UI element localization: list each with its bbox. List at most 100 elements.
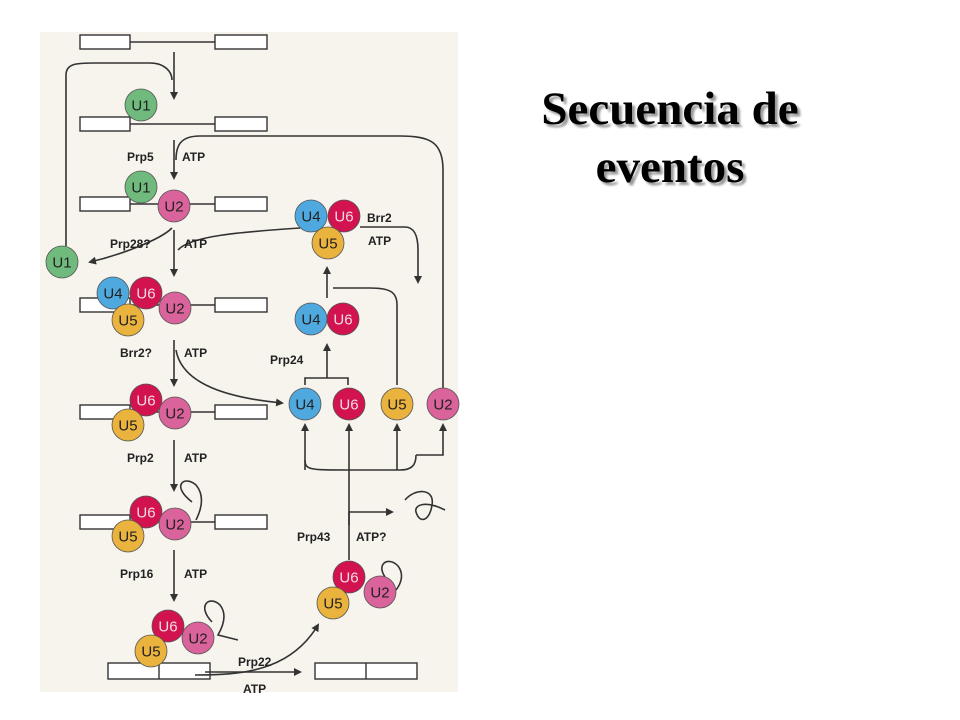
u4-free-label: U4 <box>295 397 314 414</box>
u2-row-4-label: U2 <box>165 301 184 318</box>
u6-post: U6 <box>332 560 366 594</box>
u5-row-7: U5 <box>134 634 168 668</box>
u2-row-5-label: U2 <box>165 406 184 423</box>
free-lariat <box>404 490 446 521</box>
u5-row-4-label: U5 <box>118 313 137 330</box>
label-atp-prp5: ATP <box>182 150 205 164</box>
slide-title-line-2: eventos <box>595 141 745 193</box>
recycle-arrow-u2 <box>416 423 447 456</box>
lariat-row-7 <box>204 600 239 641</box>
label-prp28: Prp28? <box>110 237 151 251</box>
u4-free: U4 <box>288 387 322 421</box>
u2-return-path <box>175 135 444 390</box>
lariat-release-arrow <box>348 508 394 525</box>
u2-row-5: U2 <box>158 396 192 430</box>
u1-released-label: U1 <box>52 255 71 272</box>
u2-row-7-label: U2 <box>188 631 207 648</box>
label-atp-brr2q: ATP <box>184 346 207 360</box>
slide-title-line-1: Secuencia de <box>541 83 799 135</box>
label-prp24: Prp24 <box>270 353 304 367</box>
u1-row-3: U1 <box>124 170 158 204</box>
u1-released: U1 <box>45 245 79 279</box>
pre-mrna-row-4-exon-right <box>214 297 268 313</box>
label-brr2: Brr2 <box>367 211 392 225</box>
u5-row-6-label: U5 <box>118 529 137 546</box>
u1-row-3-label: U1 <box>131 180 150 197</box>
u5-row-6: U5 <box>111 519 145 553</box>
u5-free: U5 <box>380 387 414 421</box>
label-brr2q: Brr2? <box>120 346 152 360</box>
u1-release-arrow <box>88 227 173 265</box>
u5-post: U5 <box>316 586 350 620</box>
lariat-complex <box>381 560 403 591</box>
u6-tri-snrnp: U6 <box>327 199 361 233</box>
u2-post: U2 <box>363 575 397 609</box>
u2-row-6-label: U2 <box>165 517 184 534</box>
tri-snrnp-delivery <box>177 227 301 251</box>
lariat-row-6 <box>179 480 203 521</box>
label-prp2: Prp2 <box>127 451 154 465</box>
u6-free: U6 <box>332 387 366 421</box>
label-prp43: Prp43 <box>297 530 331 544</box>
label-atp-prp16: ATP <box>184 567 207 581</box>
pre-mrna-row-3-exon-left <box>79 196 131 212</box>
u4-row-4-label: U4 <box>103 286 122 303</box>
u6-row-7: U6 <box>151 609 185 643</box>
label-atp-prp22: ATP <box>243 682 266 696</box>
u6-tri-snrnp-label: U6 <box>334 209 353 226</box>
pre-mrna-row-3-exon-right <box>214 196 268 212</box>
connector-lines <box>65 34 447 680</box>
u5-free-label: U5 <box>387 397 406 414</box>
u1-row-2-label: U1 <box>131 98 150 115</box>
u2-row-4: U2 <box>158 291 192 325</box>
pre-mrna-row-6-exon-right <box>214 514 268 530</box>
pre-mrna-row-2-exon-left <box>79 116 131 132</box>
label-atp-prp28: ATP <box>184 237 207 251</box>
u5-row-5-label: U5 <box>118 418 137 435</box>
pre-mrna-row-5-exon-right <box>214 404 268 420</box>
recycle-bracket <box>304 454 417 471</box>
u4-dimer-label: U4 <box>301 312 320 329</box>
u5-row-5: U5 <box>111 408 145 442</box>
u4-row-4: U4 <box>96 276 130 310</box>
u2-post-label: U2 <box>370 585 389 602</box>
u4-tri-snrnp-label: U4 <box>301 209 320 226</box>
u6-row-5-label: U6 <box>136 393 155 410</box>
label-atpq-prp43: ATP? <box>356 530 386 544</box>
pre-mrna-row-2-exon-right <box>214 116 268 132</box>
u4-tri-snrnp: U4 <box>294 199 328 233</box>
u4-dimer: U4 <box>294 302 328 336</box>
u6-row-5: U6 <box>129 383 163 417</box>
label-atp-brr2: ATP <box>368 234 391 248</box>
u5-tri-snrnp: U5 <box>311 226 345 260</box>
u2-row-7: U2 <box>181 621 215 655</box>
u6-post-label: U6 <box>339 570 358 587</box>
u5-row-7-label: U5 <box>141 644 160 661</box>
u5-to-trisnrnp-path <box>333 287 398 385</box>
u1-recycle-loop <box>65 62 173 246</box>
u6-row-6-label: U6 <box>136 505 155 522</box>
label-prp16: Prp16 <box>120 567 154 581</box>
pre-mrna-row-1-exon-right <box>214 34 268 50</box>
u6-row-7-label: U6 <box>158 619 177 636</box>
u4-u6-release-arrow <box>175 349 284 407</box>
u6-dimer: U6 <box>326 302 360 336</box>
pre-mrna-row-1-exon-left <box>79 34 131 50</box>
label-prp5: Prp5 <box>127 150 154 164</box>
brr2-branch-arrow <box>360 226 422 284</box>
u2-free: U2 <box>426 387 460 421</box>
u5-post-label: U5 <box>323 596 342 613</box>
u2-row-6: U2 <box>158 507 192 541</box>
slide-title: Secuencia de eventos <box>480 80 860 196</box>
u6-dimer-label: U6 <box>333 312 352 329</box>
u5-row-4: U5 <box>111 303 145 337</box>
label-prp22: Prp22 <box>238 655 272 669</box>
u6-row-4: U6 <box>129 276 163 310</box>
u6-free-label: U6 <box>339 397 358 414</box>
label-atp-prp2: ATP <box>184 451 207 465</box>
u5-tri-snrnp-label: U5 <box>318 236 337 253</box>
u2-row-3: U2 <box>157 189 191 223</box>
